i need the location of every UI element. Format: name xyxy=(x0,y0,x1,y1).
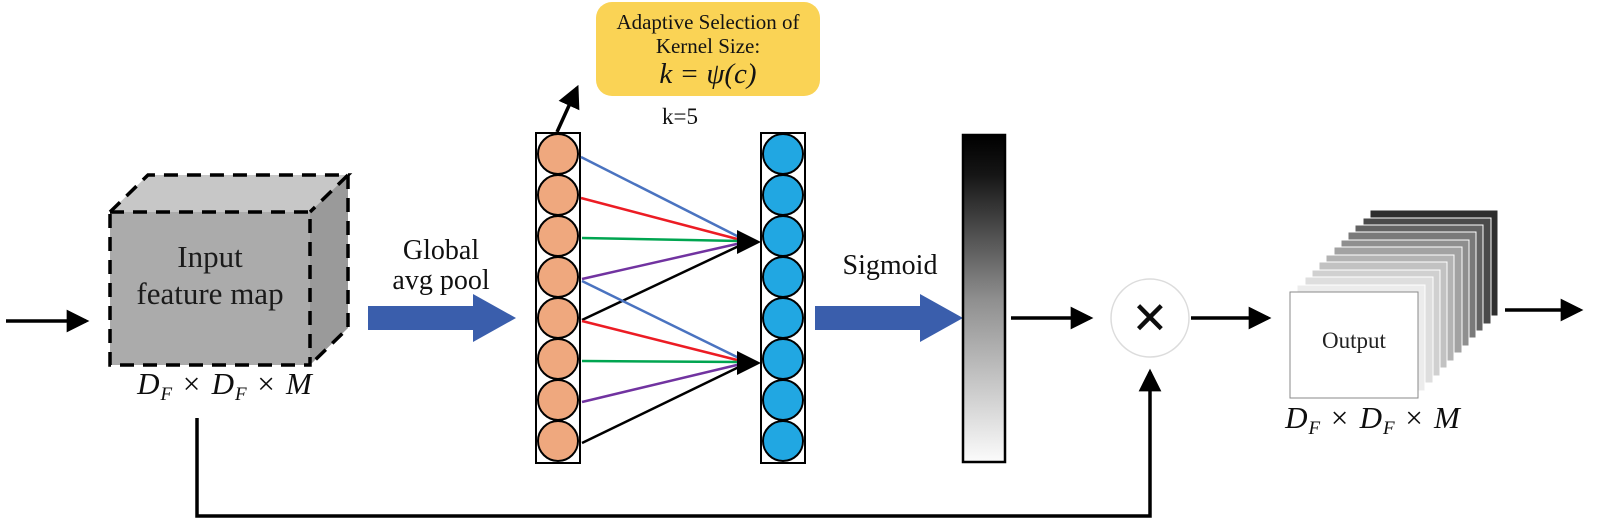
dim-sub: F xyxy=(1308,418,1321,439)
adaptive-box-line1: Adaptive Selection of xyxy=(616,9,800,34)
cube-top-outline xyxy=(108,173,353,214)
channel-weights-gradient-bar xyxy=(961,133,1007,464)
output-front-slice xyxy=(1289,291,1419,399)
dim-times: × xyxy=(255,366,278,401)
conn-arrowhead xyxy=(737,230,761,254)
attention-node-blue xyxy=(762,297,804,339)
cube-side-outline xyxy=(308,175,350,367)
input-feature-map-cube xyxy=(108,173,353,367)
conn-line-purple xyxy=(581,362,742,404)
channel-node-orange xyxy=(537,133,579,175)
attention-node-blue xyxy=(762,420,804,462)
cube-front-face xyxy=(110,212,310,365)
conn-line-black xyxy=(581,243,742,322)
dim-times: × xyxy=(1403,400,1426,435)
cube-top-face xyxy=(110,175,348,212)
adaptive-box-line2: Kernel Size: xyxy=(655,33,761,58)
dim-m: M xyxy=(1434,400,1461,435)
channel-vector-column xyxy=(535,132,581,464)
cube-side-face xyxy=(310,175,348,365)
attention-node-blue xyxy=(762,174,804,216)
input-feature-map-label: Input feature map xyxy=(112,238,308,312)
channel-node-orange xyxy=(537,297,579,339)
multiply-symbol: × xyxy=(1132,284,1168,352)
input-dims-label: DF × DF × M xyxy=(105,366,345,406)
output-dims-label: DF × DF × M xyxy=(1258,400,1488,440)
conv-connections-group1 xyxy=(580,155,761,322)
channel-node-orange xyxy=(537,379,579,421)
attention-node-blue xyxy=(762,338,804,380)
dim-sub: F xyxy=(1382,418,1395,439)
conv-connections-group2 xyxy=(581,279,761,445)
kernel-size-value: k=5 xyxy=(662,104,698,129)
channel-node-orange xyxy=(537,215,579,257)
conn-line-red xyxy=(580,196,742,242)
dim-sub: F xyxy=(160,384,173,405)
channel-node-orange xyxy=(537,256,579,298)
channel-node-orange xyxy=(537,174,579,216)
conn-line-black xyxy=(581,364,742,445)
conn-line-green xyxy=(581,236,742,243)
dim-d: D xyxy=(211,366,235,401)
input-label-line1: Input xyxy=(177,239,243,274)
dim-d: D xyxy=(1359,400,1383,435)
input-label-line2: feature map xyxy=(136,276,284,311)
kernel-selection-arrow xyxy=(555,84,580,133)
conn-line-purple xyxy=(581,241,742,281)
multiply-node-circle xyxy=(1110,278,1190,358)
sigmoid-arrow xyxy=(815,294,963,342)
conn-line-blue xyxy=(581,279,742,361)
channel-node-orange xyxy=(537,338,579,380)
attention-node-blue xyxy=(762,379,804,421)
identity-feedback-path xyxy=(195,368,1162,518)
gap-label-line1: Global xyxy=(402,235,480,266)
conn-arrowhead xyxy=(737,351,761,375)
attention-node-blue xyxy=(762,133,804,175)
dim-m: M xyxy=(286,366,313,401)
sigmoid-label: Sigmoid xyxy=(842,250,938,281)
dim-d: D xyxy=(1285,400,1309,435)
gap-label-line2: avg pool xyxy=(392,265,490,296)
dim-sub: F xyxy=(234,384,247,405)
kernel-formula: k = ψ(c) xyxy=(659,57,757,90)
conn-line-green xyxy=(581,359,742,364)
conn-line-red xyxy=(581,319,742,363)
cube-front-outline xyxy=(108,210,312,367)
output-label: Output xyxy=(1322,328,1386,353)
attention-node-blue xyxy=(762,215,804,257)
attention-node-blue xyxy=(762,256,804,298)
conn-line-blue xyxy=(580,155,742,240)
output-feature-map-stack xyxy=(1289,209,1499,399)
dim-times: × xyxy=(180,366,203,401)
global-avg-pool-label: Global avg pool xyxy=(366,236,516,296)
adaptive-kernel-box: Adaptive Selection of Kernel Size: k = ψ… xyxy=(596,2,820,96)
global-avg-pool-arrow xyxy=(368,294,516,342)
dim-d: D xyxy=(137,366,161,401)
dim-times: × xyxy=(1328,400,1351,435)
attention-vector-column xyxy=(760,132,806,464)
channel-node-orange xyxy=(537,420,579,462)
